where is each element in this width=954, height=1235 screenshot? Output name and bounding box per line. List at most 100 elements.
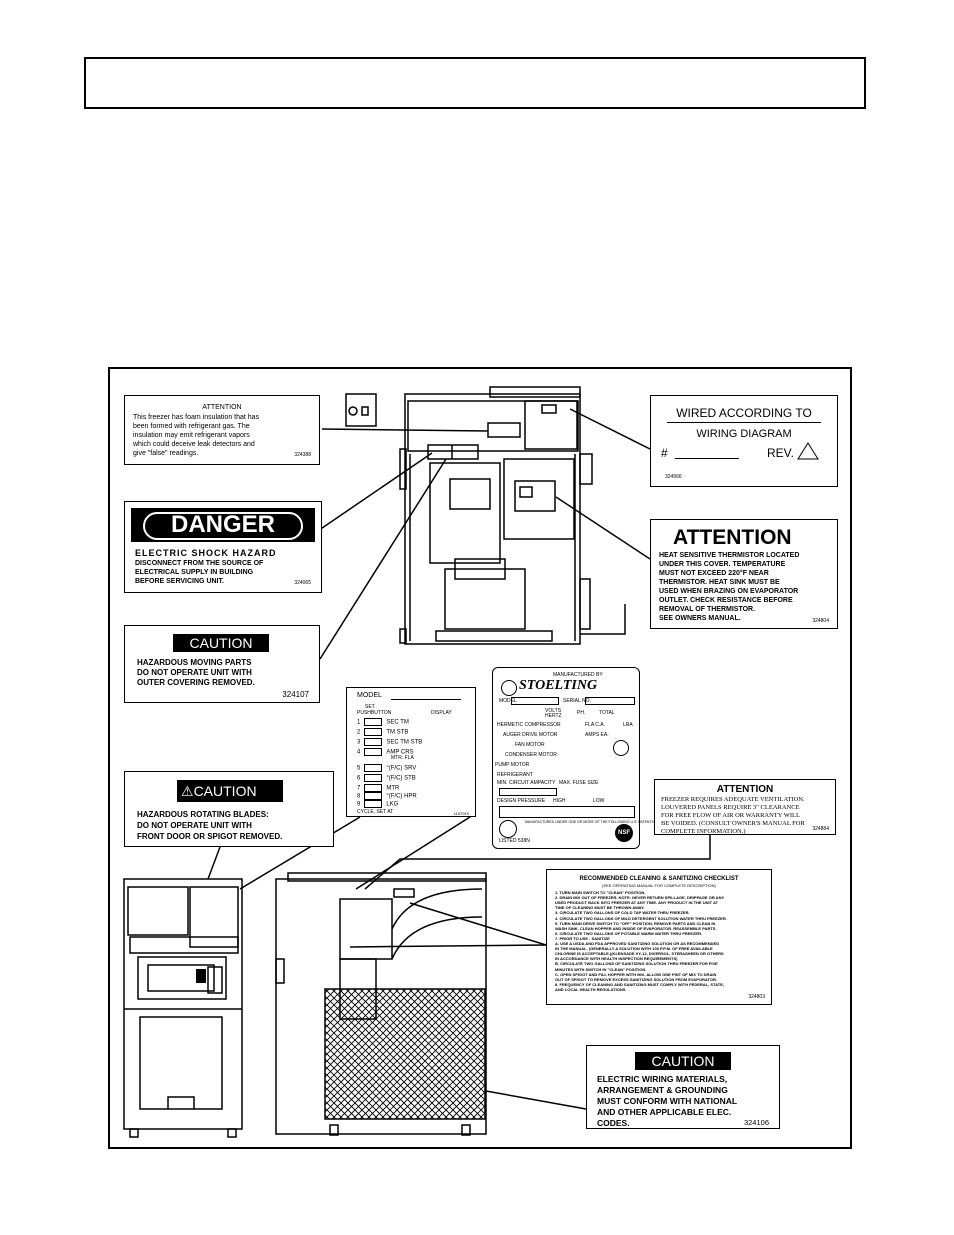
caution-wiring-line2: ARRANGEMENT & GROUNDING (597, 1085, 728, 1095)
checklist-line: C. OPEN SPIGOT AND FILL HOPPER WITH MIX.… (555, 971, 717, 977)
stoelting-volts: VOLTS (545, 708, 562, 714)
wired-rev: REV. (767, 446, 794, 460)
checklist-line: A. USE A USDA AND FDA APPROVED SANITIZIN… (555, 941, 720, 946)
caution-moving-line2: DO NOT OPERATE UNIT WITH (137, 668, 252, 677)
attention-thermistor-line: HEAT SENSITIVE THERMISTOR LOCATED (659, 552, 800, 559)
checklist-line: 3. CIRCULATE TWO GALLONS OF COLD TAP WAT… (555, 910, 690, 916)
caution-moving-part: 324107 (282, 690, 309, 699)
attention-thermistor-line: USED WHEN BRAZING ON EVAPORATOR (659, 588, 799, 595)
model-plate-set: SET (365, 704, 375, 710)
checklist-line: OUT OF SPIGOT TO REMOVE EXCESS SANITIZIN… (555, 976, 717, 982)
checklist-title: RECOMMENDED CLEANING & SANITIZING CHECKL… (579, 876, 739, 882)
danger-part: 324065 (294, 580, 311, 586)
caution-blades-header: ⚠CAUTION (177, 780, 283, 802)
checklist-part: 324803 (748, 994, 765, 1000)
caution-blades-line1: HAZARDOUS ROTATING BLADES: (137, 810, 269, 819)
attention-ventilation-decal: ATTENTION FREEZER REQUIRES ADEQUATE VENT… (654, 779, 836, 835)
stoelting-min-circuit: MIN. CIRCUIT AMPACITY (497, 780, 556, 786)
stoelting-design: DESIGN PRESSURE (497, 798, 546, 804)
attention-vent-title: ATTENTION (716, 784, 774, 795)
checklist-line: 8. FREQUENCY OF CLEANING AND SANITIZING … (555, 981, 724, 987)
stoelting-low: LOW (593, 798, 605, 804)
attention-foam-line: This freezer has foam insulation that ha… (133, 414, 260, 421)
wired-part: 324566 (665, 474, 682, 480)
checklist-line: B. CIRCULATE TWO GALLONS OF SANITIZING S… (555, 961, 718, 967)
caution-moving-title: CAUTION (173, 634, 269, 652)
stoelting-hermetic: HERMETIC COMPRESSOR (497, 722, 561, 728)
pushbutton-row: 6°(F/C) STB (357, 774, 416, 782)
stoelting-max-fuse: MAX. FUSE SIZE (559, 780, 599, 786)
attention-thermistor-part: 324804 (812, 618, 829, 624)
stoelting-listed: LISTED 538N (499, 838, 530, 844)
checklist-line: IN ACCORDANCE WITH HEALTH INSPECTION REQ… (555, 956, 678, 962)
stoelting-refrigerant: REFRIGERANT (497, 772, 533, 778)
attention-thermistor-line: SEE OWNERS MANUAL. (659, 615, 741, 622)
checklist-line: IN THE MANUAL. (GENERALLY A SOLUTION WIT… (555, 946, 713, 952)
caution-moving-line3: OUTER COVERING REMOVED. (137, 678, 255, 687)
rear-view-machine (404, 393, 581, 645)
caution-moving-parts-decal: CAUTION HAZARDOUS MOVING PARTS DO NOT OP… (124, 625, 320, 703)
attention-foam-part: 324388 (294, 452, 311, 458)
attention-thermistor-line: REMOVAL OF THERMISTOR. (659, 606, 756, 613)
stoelting-lra: LRA (623, 722, 633, 728)
caution-wiring-title: CAUTION (635, 1052, 731, 1070)
wired-hash: # (661, 446, 668, 460)
danger-line3: ELECTRICAL SUPPLY IN BUILDING (135, 569, 254, 576)
checklist-subtitle: (SEE OPERATING MANUAL FOR COMPLETE DESCR… (602, 883, 716, 888)
attention-vent-line: FOR FREE FLOW OF AIR OR WARRANTY WILL (661, 812, 800, 819)
attention-vent-line: COMPLETE INFORMATION.) (661, 828, 746, 835)
stoelting-fan: FAN MOTOR (515, 742, 545, 748)
front-view-machine (123, 878, 243, 1130)
attention-thermistor-decal: ATTENTION HEAT SENSITIVE THERMISTOR LOCA… (650, 519, 838, 629)
caution-rotating-blades-decal: ⚠CAUTION HAZARDOUS ROTATING BLADES: DO N… (124, 771, 334, 847)
checklist-line: 2. DRAIN MIX OUT OF FREEZER. NOTE: NEVER… (555, 895, 725, 901)
attention-thermistor-line: OUTLET. CHECK RESISTANCE BEFORE (659, 597, 793, 604)
triangle-icon (797, 442, 819, 460)
stoelting-amps: AMPS EA. (585, 732, 609, 738)
decal-figure: ATTENTION This freezer has foam insulati… (108, 367, 852, 1149)
checklist-line: AND LOCAL HEALTH REGULATIONS. (555, 986, 627, 992)
stoelting-total: TOTAL (599, 710, 615, 716)
model-plate-model: MODEL (357, 692, 382, 699)
stoelting-patents: MANUFACTURED UNDER ONE OR MORE OF THE FO… (525, 820, 654, 824)
stoelting-model: MODEL (499, 698, 517, 704)
danger-line2: DISCONNECT FROM THE SOURCE OF (135, 560, 264, 567)
caution-wiring-line3: MUST CONFORM WITH NATIONAL (597, 1096, 738, 1106)
checklist-line: 7. PRIOR TO USE - SANITIZE (555, 935, 610, 941)
model-plate-pushbutton: PUSHBUTTON (357, 710, 392, 716)
model-plate-mtr-fla: MTR. FLA (391, 755, 414, 761)
danger-decal: DANGER ELECTRIC SHOCK HAZARD DISCONNECT … (124, 501, 322, 593)
caution-blades-line3: FRONT DOOR OR SPIGOT REMOVED. (137, 832, 283, 841)
side-view-machine (275, 878, 487, 1135)
wired-line1: WIRED ACCORDING TO (676, 406, 812, 420)
attention-foam-line: been formed with refrigerant gas. The (133, 423, 250, 430)
caution-wiring-decal: CAUTION ELECTRIC WIRING MATERIALS, ARRAN… (586, 1045, 780, 1129)
checklist-line: USED PRODUCT BACK INTO FREEZER AT ANY TI… (555, 900, 719, 906)
attention-foam-line: give "false" readings. (133, 450, 199, 457)
attention-vent-line: BE VOIDED. (CONSULT OWNER'S MANUAL FOR (661, 820, 805, 827)
stoelting-ph: PH. (577, 710, 586, 716)
danger-header-bar: DANGER (131, 508, 315, 542)
checklist-line: TIME OF CLEANING MUST BE THROWN AWAY. (555, 905, 645, 911)
header-box (84, 57, 866, 109)
wiring-diagram-decal: WIRED ACCORDING TO WIRING DIAGRAM # REV.… (650, 395, 838, 487)
pushbutton-row: 8°(F/C) HPR (357, 792, 417, 800)
danger-line1: ELECTRIC SHOCK HAZARD (135, 548, 277, 558)
attention-vent-line: FREEZER REQUIRES ADEQUATE VENTILATION. (661, 796, 805, 803)
caution-blades-title: CAUTION (193, 783, 257, 799)
attention-vent-part: 324884 (812, 826, 829, 832)
stoelting-brand: STOELTING (519, 678, 598, 693)
attention-foam-line: which could deceive leak detectors and (133, 441, 255, 448)
stoelting-data-plate: MANUFACTURED BY STOELTING MODEL SERIAL N… (492, 667, 654, 849)
checklist-line: 5. TURN MAIN DRIVE SWITCH TO "OFF" POSIT… (555, 920, 716, 926)
warning-triangle-icon: ⚠ (181, 783, 194, 799)
attention-thermistor-line: THERMISTOR. HEAT SINK MUST BE (659, 579, 780, 586)
attention-foam-line: insulation may emit refrigerant vapors (133, 432, 250, 439)
attention-thermistor-line: MUST NOT EXCEED 220°F NEAR (659, 570, 769, 577)
